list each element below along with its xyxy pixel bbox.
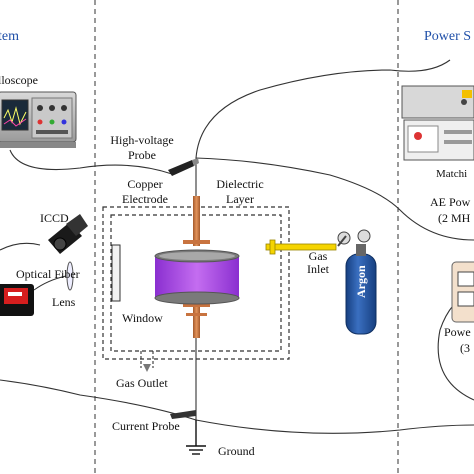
iccd-camera: [48, 214, 88, 254]
spectrometer: [0, 284, 34, 316]
ae-power-supply-unit: [401, 85, 474, 161]
oscilloscope-label: lloscope: [0, 73, 38, 87]
gas-inlet-pipe: [265, 239, 337, 255]
lens-label: Lens: [52, 295, 76, 309]
plasma-discharge: [154, 249, 240, 305]
copper-electrode-label-line2: Electrode: [122, 192, 168, 206]
power-label-line1: Powe: [444, 325, 471, 339]
copper-electrode-label-line1: Copper: [127, 177, 163, 191]
current-probe-label: Current Probe: [112, 419, 180, 433]
window-label: Window: [122, 311, 163, 325]
matching-network-label: Matchi: [436, 168, 468, 180]
upper-electrode: [193, 196, 200, 246]
lower-electrode-plate: [183, 303, 210, 307]
current-probe: [170, 410, 196, 419]
dielectric-layer-label-line2: Layer: [226, 192, 254, 206]
left-section-title: tem: [0, 29, 19, 44]
gas-inlet-label-line1: Gas: [308, 249, 328, 263]
lower-electrode: [193, 296, 200, 338]
oscilloscope: [0, 91, 77, 148]
gas-outlet-arrow-icon: [143, 364, 151, 372]
iccd-label: ICCD: [40, 211, 69, 225]
ground-label: Ground: [218, 444, 255, 458]
argon-cylinder: [337, 229, 377, 335]
hv-probe-label-line2: Probe: [128, 148, 156, 162]
upper-electrode-plate: [183, 240, 210, 244]
ae-power-label-line2: (2 MH: [438, 211, 471, 225]
dielectric-layer-label-line1: Dielectric: [216, 177, 264, 191]
ae-power-label-line1: AE Pow: [430, 195, 471, 209]
right-section-title: Power S: [424, 29, 472, 44]
power-label-line2: (3: [460, 341, 470, 355]
ground-icon: [186, 420, 206, 455]
gas-outlet-label: Gas Outlet: [116, 376, 168, 390]
argon-label: Argon: [354, 265, 368, 298]
hv-probe-label-line1: High-voltage: [110, 133, 174, 147]
wires: [0, 59, 474, 434]
high-voltage-probe: [168, 158, 199, 176]
gas-outlet-pipe: [140, 351, 154, 368]
gas-inlet-label-line2: Inlet: [307, 262, 329, 276]
power-supply-unit-2: [451, 261, 474, 323]
optical-fiber-label: Optical Fiber: [16, 267, 80, 281]
window: [111, 244, 121, 302]
lens: [33, 261, 74, 291]
